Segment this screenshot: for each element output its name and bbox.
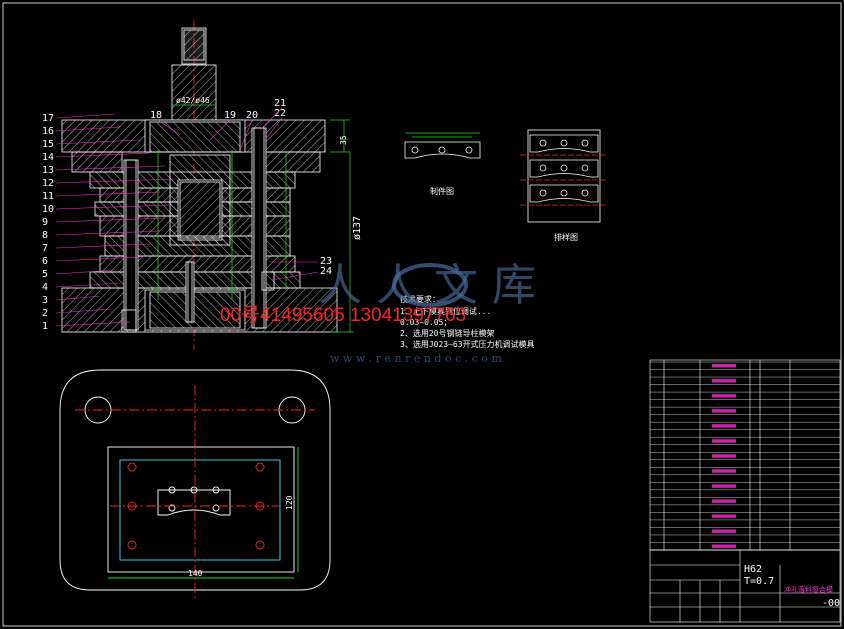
leader-line [55, 178, 176, 184]
top-label-22: 22 [274, 108, 286, 119]
bom-cell-mark [712, 544, 736, 548]
part-label-12: 12 [42, 178, 54, 189]
part-label-17: 17 [42, 113, 54, 124]
bom-cell-mark [712, 439, 736, 443]
dimension-lines [172, 104, 354, 333]
part-label-1: 1 [42, 321, 48, 332]
tech-line-4: 3、选用J023—63开式压力机调试模具 [400, 339, 535, 349]
tech-title: 技术要求： [400, 294, 440, 304]
bom-rows [650, 361, 840, 551]
leader-line [55, 113, 116, 119]
bom-cell-mark [712, 529, 736, 533]
part-label-6: 6 [42, 256, 48, 267]
part-label-2: 2 [42, 308, 48, 319]
part-label-15: 15 [42, 139, 54, 150]
leader-lines [55, 113, 176, 327]
dim-width: 140 [188, 569, 203, 578]
part-label-14: 14 [42, 152, 54, 163]
leader-line [55, 230, 161, 236]
tech-requirements: 技术要求： 1、上下模具到位调试... 0.03~0.05； 2、选用20号钢链… [400, 294, 535, 349]
top-label-21: 21 [274, 98, 286, 109]
bom-cell-mark [712, 394, 736, 398]
title-block-name: 冲孔落料复合模 [784, 585, 833, 594]
part-label-4: 4 [42, 282, 48, 293]
watermark-logo: 人 人 文 库 [318, 260, 536, 311]
bom-cell-mark [712, 409, 736, 413]
tech-line-2: 0.03~0.05； [400, 318, 451, 327]
strip-view-title: 排样图 [554, 232, 578, 242]
leader-line [55, 152, 151, 158]
tech-line-3: 2、选用20号钢链导柱模架 [400, 328, 494, 338]
dim-depth: 120 [285, 495, 294, 510]
top-label-20: 20 [246, 110, 258, 121]
top-label-18: 18 [150, 110, 162, 121]
leader-line [55, 295, 101, 301]
dim-upper-plate: 35 [339, 135, 348, 145]
right-label-24: 24 [320, 266, 332, 277]
leader-line [55, 204, 171, 210]
bom-cell-mark [712, 364, 736, 368]
section-view [61, 20, 338, 350]
bom-cell-mark [712, 469, 736, 473]
bill-of-materials [649, 359, 841, 623]
material: H62 [744, 564, 762, 575]
top-label-19: 19 [224, 110, 236, 121]
bom-cell-mark [712, 454, 736, 458]
doc-code: -00 [822, 598, 840, 609]
part-label-9: 9 [42, 217, 48, 228]
part-label-8: 8 [42, 230, 48, 241]
leader-line [55, 282, 121, 288]
part-label-7: 7 [42, 243, 48, 254]
leader-line [55, 256, 141, 262]
dim-total-height: ø137 [352, 216, 363, 240]
bom-cell-mark [712, 379, 736, 383]
leader-line [55, 165, 166, 171]
leader-line [55, 139, 141, 145]
part-view [404, 132, 481, 159]
tech-line-1: 1、上下模具到位调试... [400, 306, 491, 316]
strip-layout-view [520, 129, 608, 223]
bom-cell-mark [712, 424, 736, 428]
leader-line [55, 217, 166, 223]
leader-line [55, 269, 116, 275]
right-label-23: 23 [320, 256, 332, 267]
part-label-11: 11 [42, 191, 54, 202]
leader-line [55, 243, 151, 249]
watermark-site: w w w . r e n r e n d o c . c o m [330, 352, 502, 365]
watermark-contact: 00号41495605 13041397763 [220, 305, 466, 326]
plan-view [59, 369, 331, 600]
part-label-10: 10 [42, 204, 54, 215]
bom-cell-mark [712, 514, 736, 518]
leader-line [55, 126, 121, 132]
bom-cell-mark [712, 499, 736, 503]
part-view-title: 制件图 [430, 186, 454, 196]
leader-line [55, 321, 131, 327]
thickness: T=0.7 [744, 576, 774, 587]
dim-shank: ø42/ø46 [176, 96, 210, 105]
part-label-13: 13 [42, 165, 54, 176]
watermark: 人 人 文 库 00号41495605 13041397763 w w w . … [220, 260, 536, 365]
part-label-3: 3 [42, 295, 48, 306]
leader-line [55, 191, 161, 197]
leader-line [55, 308, 111, 314]
part-label-16: 16 [42, 126, 54, 137]
part-label-5: 5 [42, 269, 48, 280]
bom-cell-mark [712, 484, 736, 488]
